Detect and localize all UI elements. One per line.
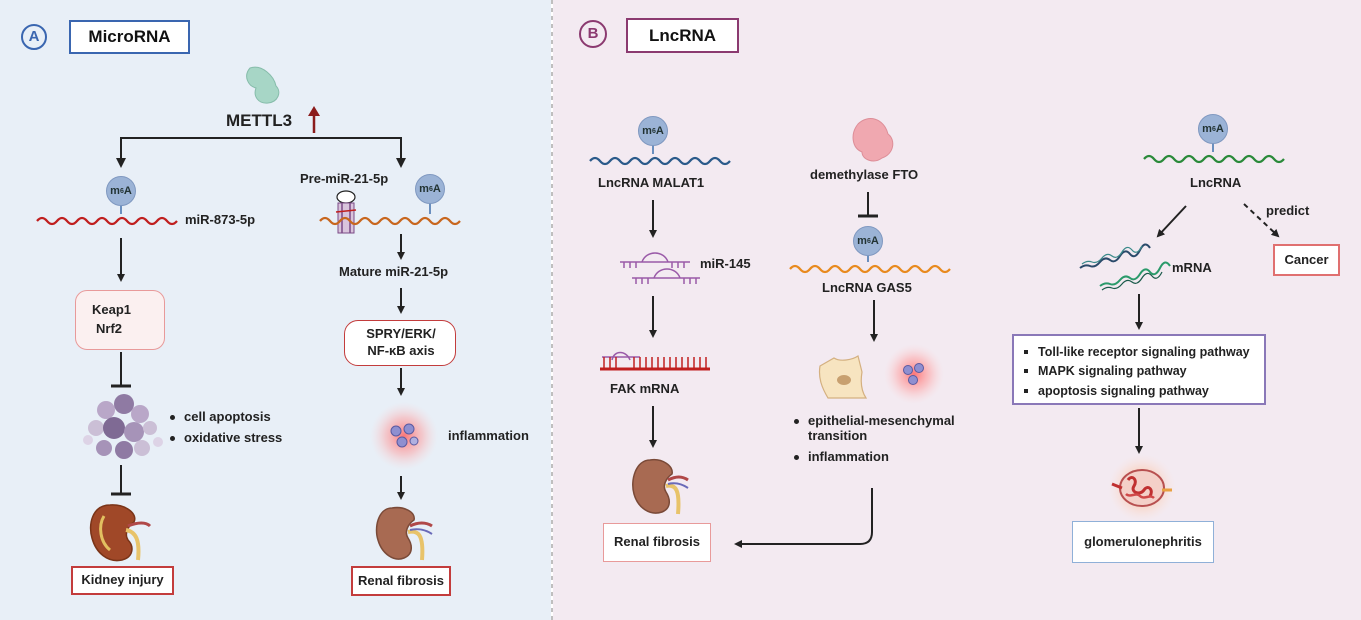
effect-emt-line1: epithelial-mesenchymal (794, 413, 955, 429)
injured-kidney-icon (89, 504, 152, 562)
mature-mir21-label: Mature miR-21-5p (339, 264, 449, 279)
mir873-strand (36, 216, 178, 226)
spry-axis-box: SPRY/ERK/ NF-κB axis (344, 320, 456, 366)
renal-fibrosis-label-b: Renal fibrosis (614, 534, 700, 550)
effect-oxidative-stress: oxidative stress (170, 430, 282, 446)
panel-a-letter: A (28, 28, 40, 46)
pre-mir21-strand (319, 216, 461, 226)
gas5-label: LncRNA GAS5 (822, 280, 912, 295)
panel-b-letter-badge: B (579, 20, 607, 48)
panel-b-title-box: LncRNA (626, 18, 739, 53)
mir873-label: miR-873-5p (185, 212, 256, 227)
mrna-label: mRNA (1172, 260, 1212, 275)
cell-apoptosis-icon (83, 394, 163, 459)
apoptosis-effects-list: cell apoptosis oxidative stress (170, 409, 282, 452)
mrna-icon (1079, 243, 1171, 291)
lncrna-label: LncRNA (1190, 175, 1242, 190)
renal-fibrosis-box-b: Renal fibrosis (603, 523, 711, 562)
malat1-strand (589, 156, 731, 166)
effect-cell-apoptosis: cell apoptosis (170, 409, 282, 425)
pathways-list: Toll-like receptor signaling pathway MAP… (1024, 345, 1250, 398)
inflammation-icon (370, 402, 438, 470)
spry-axis-line2: NF-κB axis (367, 343, 435, 358)
kidney-injury-box: Kidney injury (71, 566, 174, 595)
mir145-icon (620, 252, 700, 284)
glomerulonephritis-label: glomerulonephritis (1084, 533, 1202, 549)
pathway-mapk: MAPK signaling pathway (1024, 364, 1250, 378)
effect-inflammation-b: inflammation (794, 449, 955, 465)
panel-b-letter: B (587, 25, 599, 43)
panel-a-title: MicroRNA (88, 27, 171, 47)
mettl3-label: METTL3 (226, 111, 293, 130)
pathways-box: Toll-like receptor signaling pathway MAP… (1012, 334, 1266, 405)
mir145-label: miR-145 (700, 256, 751, 271)
kidney-injury-label: Kidney injury (81, 572, 164, 588)
keap1-nrf2-box: Keap1 Nrf2 (75, 290, 165, 350)
panel-b-title: LncRNA (648, 25, 717, 45)
gas5-effects-list: epithelial-mesenchymal transition inflam… (794, 413, 955, 471)
gas5-to-fibrosis-arrow (734, 488, 873, 548)
renal-fibrosis-label-a: Renal fibrosis (358, 572, 444, 588)
pre-mir21-hairpin-icon (335, 190, 357, 234)
pathway-apoptosis: apoptosis signaling pathway (1024, 384, 1250, 398)
pre-mir21-label: Pre-miR-21-5p (300, 171, 389, 186)
pathway-toll-like: Toll-like receptor signaling pathway (1024, 345, 1250, 359)
mettl3-protein-icon (246, 66, 280, 104)
mettl3-branch (120, 137, 402, 160)
fak-mrna-label: FAK mRNA (610, 381, 680, 396)
cancer-label: Cancer (1284, 251, 1329, 267)
predict-label: predict (1266, 203, 1310, 218)
fibrotic-kidney-icon (375, 506, 433, 561)
malat1-label: LncRNA MALAT1 (598, 175, 705, 190)
inflammation-label-a: inflammation (448, 428, 529, 443)
panel-a-title-box: MicroRNA (69, 20, 190, 54)
panel-a-letter-badge: A (21, 24, 47, 50)
lncrna-strand (1143, 154, 1285, 164)
keap1-label: Keap1 (92, 302, 132, 317)
epithelial-cell-icon (818, 344, 944, 404)
gas5-strand (789, 264, 951, 274)
fak-mrna-icon (600, 351, 710, 371)
glomerulonephritis-box: glomerulonephritis (1072, 521, 1214, 563)
renal-fibrosis-box-a: Renal fibrosis (351, 566, 451, 596)
fto-protein-icon (852, 118, 894, 162)
panel-b-background (553, 0, 1361, 620)
fibrotic-kidney-icon-b (632, 458, 689, 515)
spry-axis-line1: SPRY/ERK/ (366, 326, 436, 341)
glomerulus-icon (1108, 454, 1176, 522)
nrf2-label: Nrf2 (96, 321, 123, 336)
effect-emt-line2: transition (808, 427, 868, 443)
cancer-box: Cancer (1273, 244, 1340, 276)
fto-label: demethylase FTO (810, 167, 919, 182)
